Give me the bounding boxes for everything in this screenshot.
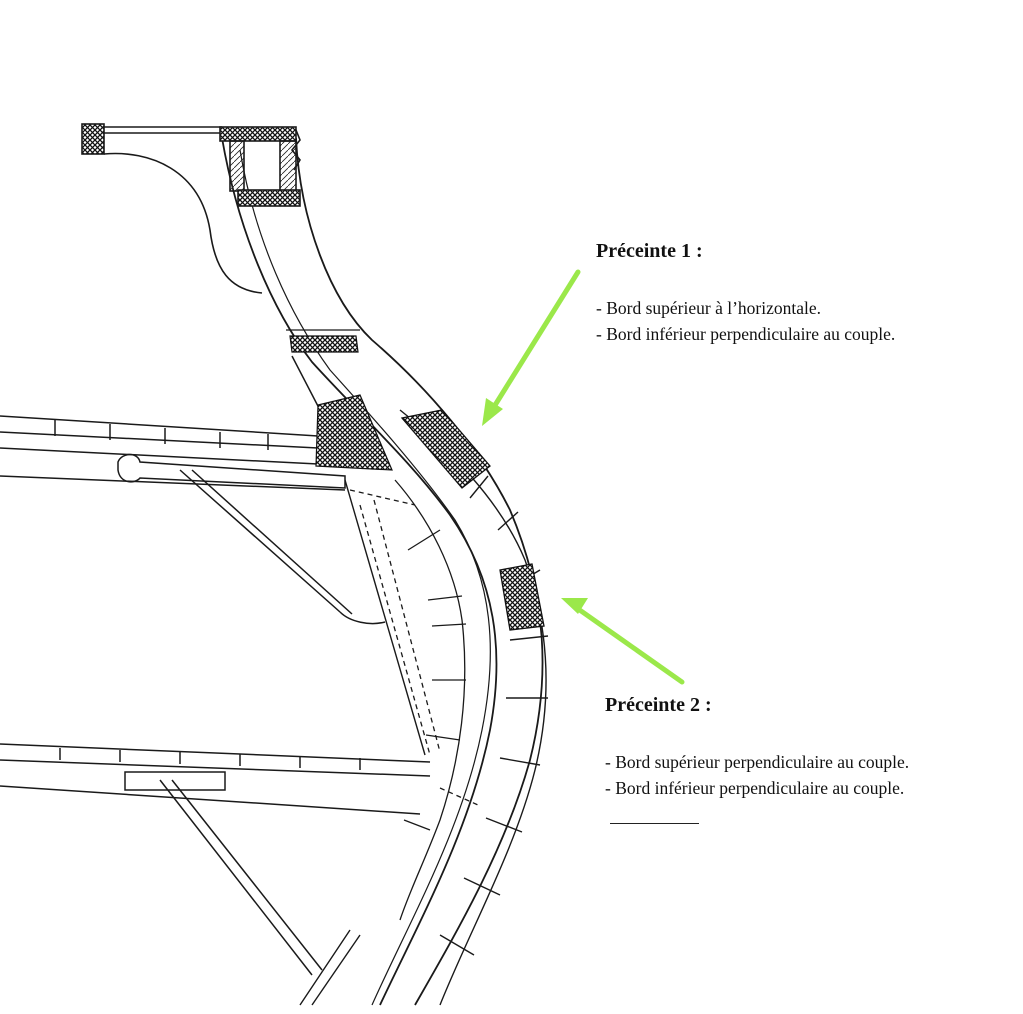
preceinte-1-line-2: - Bord inférieur perpendiculaire au coup… [596, 324, 896, 344]
upper-deck-beam [0, 355, 386, 625]
upper-knee-hatched [315, 394, 393, 471]
arrow-preceinte-2 [561, 598, 685, 685]
clamp-block [289, 335, 359, 353]
preceinte-2-line-2: - Bord inférieur perpendiculaire au coup… [605, 778, 905, 798]
dashed-knee [349, 489, 479, 806]
bulwark-top [81, 123, 301, 294]
preceinte-1-line-1: - Bord supérieur à l’horizontale. [596, 298, 821, 318]
lower-deck-beam [0, 743, 431, 976]
frame-rib [221, 137, 544, 1006]
preceinte-2-line-1: - Bord supérieur perpendiculaire au coup… [605, 752, 910, 772]
preceinte-2-block [499, 563, 545, 631]
preceinte-1-title: Préceinte 1 : [596, 240, 703, 262]
separator-rule [610, 823, 699, 824]
preceinte-2-title: Préceinte 2 : [605, 694, 712, 716]
arrow-preceinte-1 [482, 269, 581, 426]
preceinte-1-block [400, 409, 491, 489]
knee-side-plate [299, 479, 426, 1006]
inner-ceiling [394, 479, 467, 921]
